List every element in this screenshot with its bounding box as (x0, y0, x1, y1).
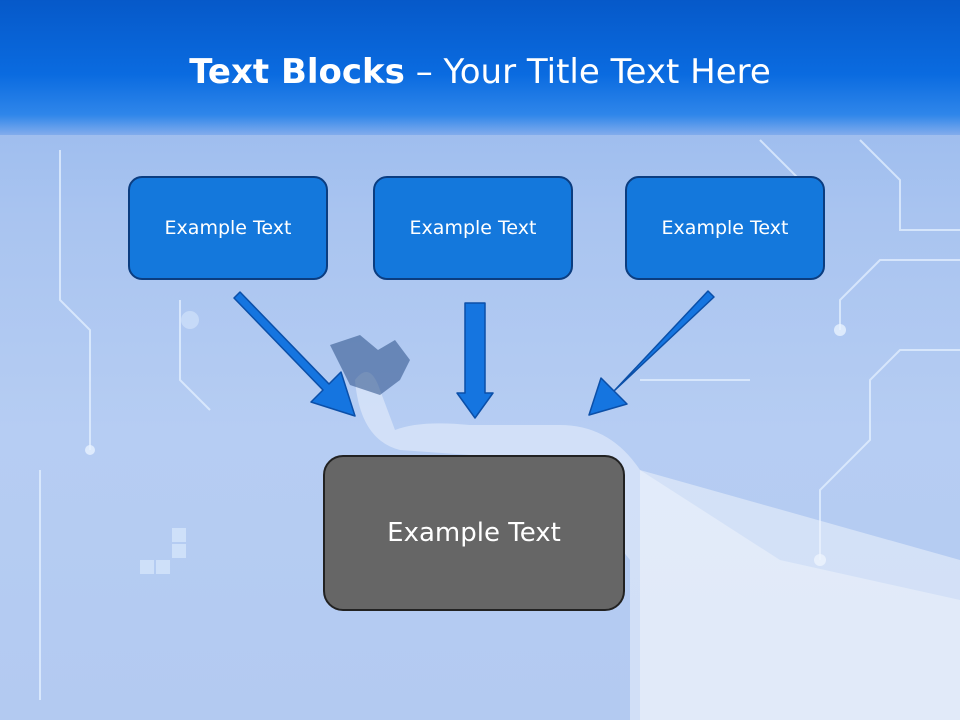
text-block-3-label: Example Text (661, 217, 789, 239)
text-block-3[interactable]: Example Text (625, 176, 825, 280)
title-rest-part: – Your Title Text Here (404, 52, 771, 92)
slide-title: Text Blocks – Your Title Text Here (0, 52, 960, 92)
title-bold-part: Text Blocks (189, 52, 405, 92)
text-block-1-label: Example Text (164, 217, 292, 239)
text-block-2-label: Example Text (409, 217, 537, 239)
result-block[interactable]: Example Text (323, 455, 625, 611)
arrow-right (588, 290, 715, 416)
result-block-label: Example Text (387, 518, 561, 548)
arrow-left (233, 291, 356, 417)
text-block-1[interactable]: Example Text (128, 176, 328, 280)
header-band (0, 0, 960, 135)
arrow-center (456, 302, 494, 419)
text-block-2[interactable]: Example Text (373, 176, 573, 280)
